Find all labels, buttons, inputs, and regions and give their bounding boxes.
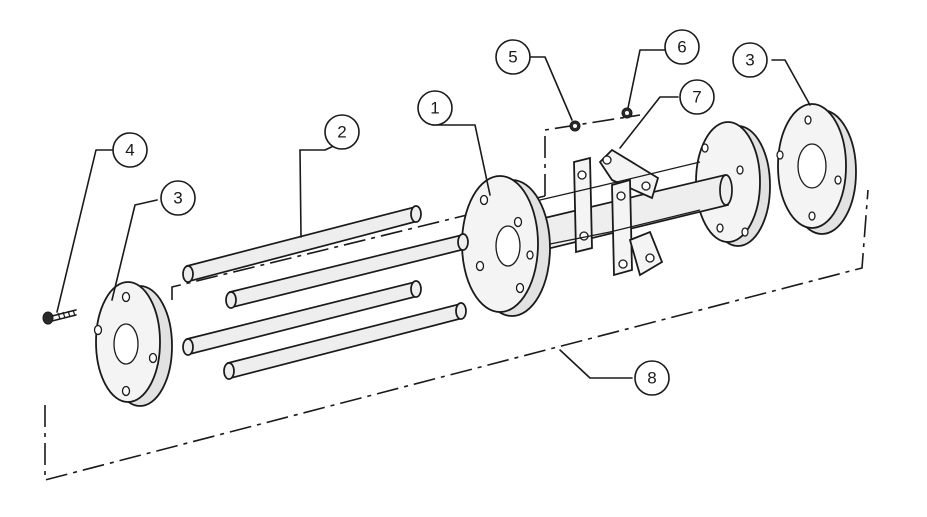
callout-2: 2 xyxy=(324,114,360,150)
assembly-envelope xyxy=(44,114,869,482)
rods xyxy=(182,205,469,380)
callout-6: 6 xyxy=(664,29,700,65)
callout-label-4: 4 xyxy=(125,141,134,160)
callout-1: 1 xyxy=(417,90,453,126)
callout-label-3-left: 3 xyxy=(173,189,182,208)
callout-label-6: 6 xyxy=(677,38,686,57)
callout-label-3-right: 3 xyxy=(745,51,754,70)
callout-4: 4 xyxy=(112,132,148,168)
rod-1 xyxy=(182,205,422,283)
callout-3-left: 3 xyxy=(160,180,196,216)
callout-8: 8 xyxy=(634,360,670,396)
rod-3 xyxy=(182,280,422,356)
callout-3-right: 3 xyxy=(732,42,768,78)
callout-label-8: 8 xyxy=(647,369,656,388)
callout-7: 7 xyxy=(679,79,715,115)
screw xyxy=(42,309,77,325)
callout-label-1: 1 xyxy=(430,99,439,118)
callout-label-5: 5 xyxy=(508,48,517,67)
flange-right xyxy=(776,103,857,235)
link-plates xyxy=(539,148,701,277)
hub-flange xyxy=(461,175,551,317)
callout-label-2: 2 xyxy=(337,123,346,142)
rod-2 xyxy=(225,233,469,309)
leader-lines xyxy=(56,49,811,379)
flange-left xyxy=(93,281,173,407)
nut-5 xyxy=(569,120,581,132)
nut-6 xyxy=(621,107,633,119)
rod-4 xyxy=(223,302,467,380)
callout-label-7: 7 xyxy=(692,88,701,107)
callout-5: 5 xyxy=(495,39,531,75)
